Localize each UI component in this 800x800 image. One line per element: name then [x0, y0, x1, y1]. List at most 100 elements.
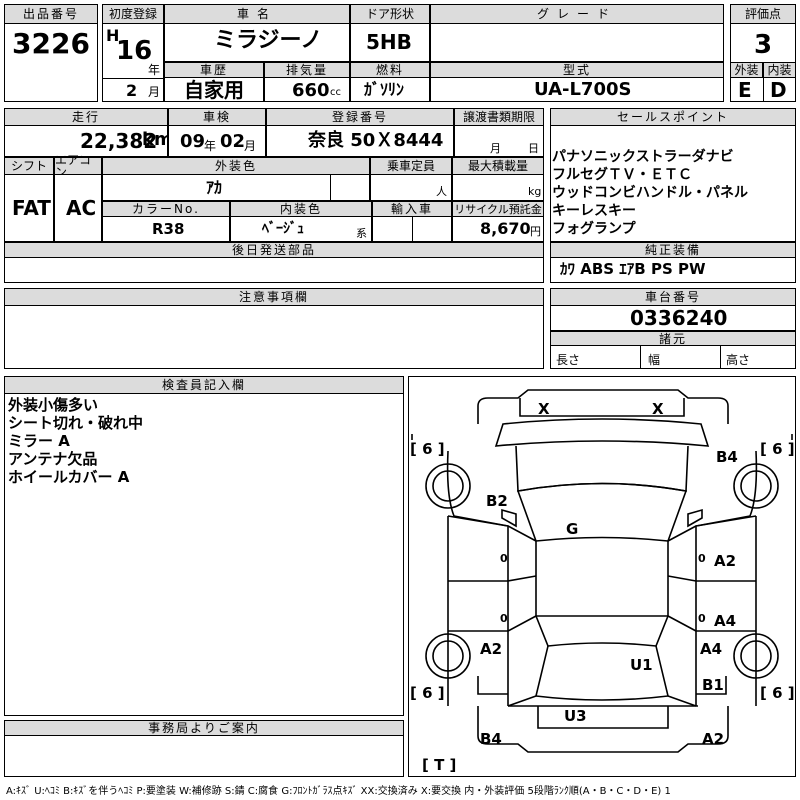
mark-tail: [ T ] [422, 756, 456, 774]
model-code: UA-L700S [534, 79, 632, 100]
capacity-label: 乗車定員 [370, 157, 452, 175]
sales-point: ウッドコンビハンドル・パネル [552, 185, 748, 201]
later-parts-box [4, 257, 544, 283]
max-load-unit: kg [528, 185, 542, 198]
mileage: 22,382 [80, 129, 158, 153]
sales-points-box [550, 125, 796, 242]
mark-fender-fr: B4 [716, 448, 738, 466]
mark-tire-fl: [ 6 ] [410, 440, 445, 458]
mark-front-x-right: X [652, 400, 664, 418]
inspector-note: ミラー A [8, 432, 70, 450]
interior-grade: D [770, 78, 787, 102]
inspector-box [4, 393, 404, 716]
height-label: 高さ [726, 353, 751, 367]
ac-box [54, 174, 102, 242]
mark-zero: 0 [500, 552, 508, 565]
mileage-unit: km [142, 129, 173, 150]
mark-rear-panel: U3 [564, 707, 587, 725]
color-no: R38 [152, 220, 185, 238]
car-name-label: 車名 [164, 4, 350, 24]
ac-label: エアコン [54, 154, 102, 178]
ext-color: ｱｶ [206, 178, 223, 197]
model-label: 型式 [430, 62, 724, 78]
mark-zero: 0 [698, 552, 706, 565]
spec-box [550, 345, 796, 369]
reg-month-unit: 月 [148, 85, 161, 99]
chassis-number: 0336240 [630, 306, 728, 330]
mark-zero: 0 [500, 612, 508, 625]
transfer-day-unit: 日 [528, 142, 539, 155]
mark-hood-left: B2 [486, 492, 508, 510]
transfer-month-unit: 月 [490, 142, 501, 155]
mileage-box [4, 125, 168, 157]
mark-quarter-rr: A4 [700, 640, 722, 658]
inspector-note: ホイールカバー A [8, 468, 130, 486]
fuel: ｶﾞｿﾘﾝ [364, 80, 405, 99]
mark-roof: G [566, 520, 578, 538]
lot-number-label: 出品番号 [4, 4, 98, 24]
mark-wheel-rl: A2 [480, 640, 502, 658]
transfer-deadline-box [454, 125, 544, 157]
exterior-grade: E [738, 78, 752, 102]
inspector-label: 検査員記入欄 [4, 376, 404, 394]
plate-label: 登録番号 [266, 108, 454, 126]
office-box [4, 735, 404, 777]
era: H [106, 26, 120, 45]
door-label: ドア形状 [350, 4, 430, 24]
reg-year: 16 [116, 36, 153, 66]
max-load-label: 最大積載量 [452, 157, 544, 175]
door-type: 5HB [366, 30, 412, 54]
history-label: 車歴 [164, 62, 264, 78]
mileage-label: 走行 [4, 108, 168, 126]
displacement: 660 [292, 80, 330, 101]
sales-point: キーレスキー [552, 203, 636, 219]
int-color-box [230, 216, 372, 242]
displacement-unit: cc [330, 87, 341, 98]
inspector-note: 外装小傷多い [8, 396, 99, 414]
inspection-month-unit: 月 [244, 139, 257, 153]
spec-label: 諸元 [550, 331, 796, 346]
plate-box [266, 125, 454, 157]
sales-point: フォグランプ [552, 221, 636, 237]
capacity-box [370, 174, 452, 201]
sales-point: パナソニックストラーダナビ [552, 149, 734, 165]
score: 3 [754, 30, 773, 60]
import-label: 輸入車 [372, 201, 452, 217]
grade-label: グレード [430, 4, 724, 24]
shift-box [4, 174, 54, 242]
lot-number: 3226 [12, 27, 90, 60]
capacity-unit: 人 [436, 185, 447, 198]
equipment-label: 純正装備 [550, 242, 796, 258]
int-color-unit: 系 [356, 227, 367, 240]
chassis-box [550, 305, 796, 331]
equipment-box [550, 257, 796, 283]
fuel-label: 燃料 [350, 62, 430, 78]
ac: AC [66, 196, 97, 220]
displacement-label: 排気量 [264, 62, 350, 78]
inspector-note: シート切れ・破れ中 [8, 414, 144, 432]
inspection-box [168, 125, 266, 157]
max-load-box [452, 174, 544, 201]
model-box [430, 77, 724, 102]
recycle-unit: 円 [530, 225, 541, 238]
reg-month: 2 [126, 81, 138, 100]
mark-rear-bumper-r: A2 [702, 730, 724, 748]
chassis-label: 車台番号 [550, 288, 796, 306]
mark-trunk: U1 [630, 656, 653, 674]
damage-legend: A:ｷｽﾞ U:ﾍｺﾐ B:ｷｽﾞを伴うﾍｺﾐ P:要塗装 W:補修跡 S:錆 … [6, 786, 671, 797]
ext-color-box [102, 174, 370, 201]
inspection-label: 車検 [168, 108, 266, 126]
shift: FAT [12, 196, 51, 220]
office-label: 事務局よりご案内 [4, 720, 404, 736]
car-diagram: X X [ 6 ] [ 6 ] [ 6 ] [ 6 ] B4 B2 G A2 A… [410, 389, 795, 774]
exterior-label: 外装 [730, 62, 763, 78]
fuel-box [350, 77, 430, 102]
interior-label: 内装 [763, 62, 796, 78]
first-registration-label: 初度登録 [102, 4, 164, 24]
history-box [164, 77, 264, 102]
inspection-year-unit: 年 [204, 139, 217, 153]
recycle-fee: 8,670 [480, 219, 531, 238]
mark-rear-corner-r: B1 [702, 676, 724, 694]
inspection-month: 02 [220, 131, 246, 152]
